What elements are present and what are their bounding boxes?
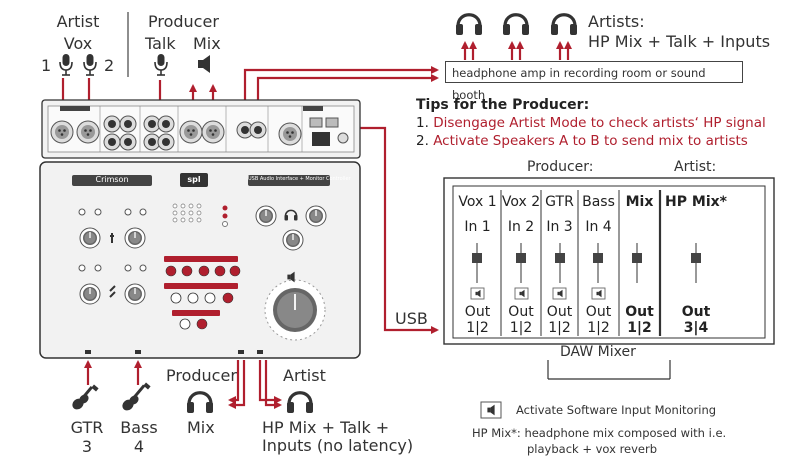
talk-mic-icon — [154, 53, 168, 76]
daw-channel-out-5: Out — [625, 304, 654, 320]
daw-artist-header: Artist: — [674, 159, 717, 175]
tip-2: 2. Activate Speakers A to B to send mix … — [416, 133, 748, 149]
artist-headphones-icon-1 — [454, 13, 484, 37]
talk-label: Talk — [145, 34, 176, 53]
tip-1-number: 1. — [416, 115, 429, 131]
producer-bottom-label: Producer — [166, 366, 237, 385]
hp-mix-note-line1: HP Mix*: headphone mix composed with i.e… — [472, 426, 727, 440]
tip-2-number: 2. — [416, 133, 429, 149]
daw-channel-name-3: GTR — [545, 194, 574, 210]
bass-icon — [122, 382, 151, 411]
device-name: Crimson — [95, 175, 129, 184]
daw-channel-input-3: In 3 — [546, 219, 573, 235]
bass-label-line2: 4 — [133, 437, 145, 456]
bass-label-line1: Bass — [120, 418, 158, 437]
producer-headphones-icon — [185, 391, 215, 415]
mic-1-icon — [59, 53, 73, 76]
signal-arrows-bottom — [84, 360, 282, 409]
gtr-label-line1: GTR — [70, 418, 104, 437]
mix-bottom-label: Mix — [187, 418, 215, 437]
device-subtitle: USB Audio Interface + Monitor Controller — [248, 176, 351, 182]
mix-speaker-icon — [198, 55, 210, 73]
mic-1-label: 1 — [41, 56, 52, 75]
daw-channel-bus-6: 3|4 — [683, 320, 709, 336]
daw-channel-input-1: In 1 — [464, 219, 491, 235]
daw-channel-bus-1: 1|2 — [466, 320, 489, 336]
daw-channel-bus-3: 1|2 — [548, 320, 571, 336]
artist-hp-label-line2: Inputs (no latency) — [262, 436, 414, 455]
tip-1-text: Disengage Artist Mode to check artists‘ … — [433, 115, 766, 131]
artist-vox-label-line1: Artist — [56, 12, 100, 31]
guitar-icon — [72, 384, 99, 410]
mic-2-label: 2 — [104, 56, 115, 75]
daw-channel-input-4: In 4 — [585, 219, 612, 235]
monitoring-note: Activate Software Input Monitoring — [516, 403, 717, 417]
artist-bottom-label: Artist — [283, 366, 326, 385]
usb-label: USB — [395, 309, 428, 328]
artists-top-label-line1: Artists: — [588, 12, 645, 31]
gtr-label-line2: 3 — [81, 437, 93, 456]
daw-channel-out-4: Out — [585, 304, 612, 320]
daw-channel-out-2: Out — [508, 304, 534, 320]
daw-channel-name-1: Vox 1 — [458, 194, 497, 210]
mix-top-label: Mix — [193, 34, 221, 53]
mic-2-icon — [83, 53, 97, 76]
daw-channel-out-6: Out — [681, 304, 711, 320]
daw-channel-name-2: Vox 2 — [501, 194, 541, 210]
hp-mix-note-line2: playback + vox reverb — [527, 442, 658, 456]
device-front-panel — [39, 161, 361, 359]
artist-hp-label-line1: HP Mix + Talk + — [262, 418, 390, 437]
daw-mixer-title: DAW Mixer — [560, 344, 636, 360]
daw-channel-name-4: Bass — [582, 194, 615, 210]
headphone-amp-box: headphone amp in recording room or sound… — [445, 61, 743, 102]
daw-channel-out-1: Out — [464, 304, 491, 320]
daw-channel-out-3: Out — [546, 304, 573, 320]
device-brand-logo: spl — [187, 175, 201, 184]
speaker-button-icon — [480, 401, 502, 419]
daw-channel-bus-4: 1|2 — [587, 320, 610, 336]
tip-2-text: Activate Speakers A to B to send mix to … — [433, 133, 748, 149]
daw-channel-bus-5: 1|2 — [627, 320, 652, 336]
artist-vox-label-line2: Vox — [63, 34, 93, 53]
producer-top-label: Producer — [148, 12, 219, 31]
daw-producer-header: Producer: — [527, 159, 594, 175]
device-back-panel — [41, 99, 361, 159]
artist-headphones-icon-2 — [501, 13, 531, 37]
artist-headphones-icon-3 — [549, 13, 579, 37]
artists-top-label-line2: HP Mix + Talk + Inputs — [588, 32, 771, 51]
tip-1: 1. Disengage Artist Mode to check artist… — [416, 115, 766, 131]
daw-channel-bus-2: 1|2 — [509, 320, 533, 336]
daw-channel-name-5: Mix — [625, 194, 654, 210]
artist-headphones-icon — [285, 391, 315, 415]
daw-channel-name-6: HP Mix* — [665, 194, 727, 210]
daw-monitor — [443, 177, 775, 380]
daw-channel-input-2: In 2 — [507, 219, 535, 235]
tips-title: Tips for the Producer: — [416, 97, 590, 113]
